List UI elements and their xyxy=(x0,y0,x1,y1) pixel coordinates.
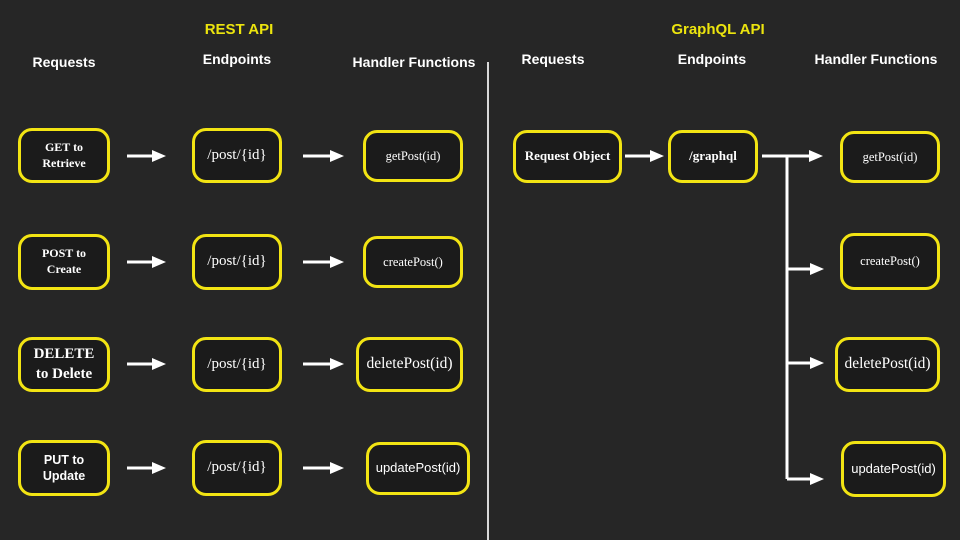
graphql-endpoint-box: /graphql xyxy=(668,130,758,183)
section-divider xyxy=(487,62,489,540)
graphql-request-object-box: Request Object xyxy=(513,130,622,183)
arrow-rest-row1-endpoint-handler xyxy=(303,150,344,162)
graphql-column-handlers: Handler Functions xyxy=(814,51,938,67)
graphql-api-title: GraphQL API xyxy=(671,21,765,38)
rest-column-endpoints: Endpoints xyxy=(202,51,272,67)
rest-endpoint-post-label: /post/{id} xyxy=(207,253,267,270)
arrow-rest-row2-endpoint-handler xyxy=(303,256,344,268)
rest-request-get-box: GET to Retrieve xyxy=(18,128,110,183)
rest-endpoint-get-label: /post/{id} xyxy=(207,146,267,163)
graphql-column-endpoints: Endpoints xyxy=(677,51,747,67)
rest-column-handlers: Handler Functions xyxy=(352,54,476,70)
arrow-graphql-request-endpoint xyxy=(625,150,664,162)
graphql-request-object-label: Request Object xyxy=(524,148,611,164)
arrow-graphql-branch-createpost xyxy=(787,263,824,275)
rest-handler-getpost-label: getPost(id) xyxy=(385,148,441,163)
rest-handler-deletepost-box: deletePost(id) xyxy=(356,337,463,392)
graphql-handler-createpost-label: createPost() xyxy=(860,254,920,269)
graphql-handler-createpost-box: createPost() xyxy=(840,233,940,290)
graphql-handler-getpost-label: getPost(id) xyxy=(862,149,918,164)
graphql-handler-getpost-box: getPost(id) xyxy=(840,131,940,183)
arrow-rest-row2-request-endpoint xyxy=(127,256,166,268)
rest-request-post-box: POST to Create xyxy=(18,234,110,290)
rest-request-put-box: PUT to Update xyxy=(18,440,110,496)
rest-handler-updatepost-label: updatePost(id) xyxy=(375,460,461,476)
rest-request-delete-box: DELETE to Delete xyxy=(18,337,110,392)
arrow-rest-row4-request-endpoint xyxy=(127,462,166,474)
rest-handler-createpost-label: createPost() xyxy=(383,254,443,269)
graphql-handler-deletepost-box: deletePost(id) xyxy=(835,337,940,392)
arrow-graphql-branch-deletepost xyxy=(787,357,824,369)
rest-request-post-label: POST to Create xyxy=(41,246,87,276)
rest-request-delete-label: DELETE to Delete xyxy=(33,346,95,382)
arrow-rest-row4-endpoint-handler xyxy=(303,462,344,474)
arrow-graphql-endpoint-getpost xyxy=(762,150,823,162)
graphql-handler-updatepost-label: updatePost(id) xyxy=(851,460,936,476)
graphql-endpoint-label: /graphql xyxy=(689,148,737,164)
arrow-graphql-branch-updatepost xyxy=(787,473,824,485)
rest-handler-deletepost-label: deletePost(id) xyxy=(366,355,453,373)
rest-endpoint-delete-label: /post/{id} xyxy=(207,355,267,372)
rest-endpoint-put-label: /post/{id} xyxy=(207,459,267,476)
rest-column-requests: Requests xyxy=(32,54,96,70)
arrow-rest-row3-endpoint-handler xyxy=(303,358,344,370)
rest-handler-createpost-box: createPost() xyxy=(363,236,463,288)
graphql-column-requests: Requests xyxy=(521,51,585,67)
rest-api-title: REST API xyxy=(204,21,274,38)
rest-request-put-label: PUT to Update xyxy=(42,452,86,483)
rest-endpoint-put-box: /post/{id} xyxy=(192,440,282,496)
rest-request-get-label: GET to Retrieve xyxy=(42,139,86,170)
rest-endpoint-get-box: /post/{id} xyxy=(192,128,282,183)
graphql-handler-updatepost-box: updatePost(id) xyxy=(841,441,946,497)
rest-endpoint-delete-box: /post/{id} xyxy=(192,337,282,392)
rest-endpoint-post-box: /post/{id} xyxy=(192,234,282,290)
rest-handler-updatepost-box: updatePost(id) xyxy=(366,442,470,495)
arrow-rest-row3-request-endpoint xyxy=(127,358,166,370)
graphql-handler-deletepost-label: deletePost(id) xyxy=(844,355,931,373)
rest-handler-getpost-box: getPost(id) xyxy=(363,130,463,182)
arrow-rest-row1-request-endpoint xyxy=(127,150,166,162)
